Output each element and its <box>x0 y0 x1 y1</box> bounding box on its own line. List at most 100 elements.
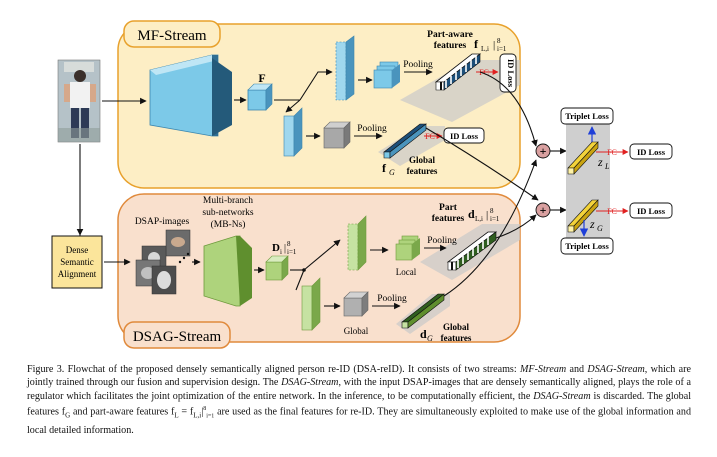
mf-pooling-top-label: Pooling <box>403 60 433 70</box>
mb-ns-block <box>203 235 252 307</box>
dsag-global-features-bar <box>401 293 445 329</box>
mf-backbone-block <box>149 54 232 137</box>
mb-line1: Multi-branch <box>203 196 253 206</box>
alignment-line2: Semantic <box>60 257 94 267</box>
mf-id-loss-mid-box <box>443 127 485 144</box>
zl-bar <box>567 141 599 175</box>
d-feature-cube <box>265 255 289 281</box>
dsag-part-features-bar <box>446 231 498 271</box>
svg-text:f: f <box>474 37 479 51</box>
dsag-stream-title-box <box>123 321 231 349</box>
feature-F-cube <box>247 83 273 111</box>
dsag-global-label: Global <box>344 326 369 336</box>
figure-caption: Figure 3. Flowchat of the proposed dense… <box>27 364 692 436</box>
svg-text:z: z <box>589 217 595 231</box>
fusion-fc-bottom-label: FC <box>607 207 617 216</box>
mf-id-loss-top-label: ID Loss <box>506 59 516 88</box>
mf-part-branch-slab <box>335 35 355 101</box>
mf-part-aware-line1: Part-aware <box>427 30 473 40</box>
svg-text:L: L <box>604 162 610 171</box>
dsag-global-line2: features <box>441 333 472 343</box>
dg-symbol: d G <box>420 327 433 343</box>
svg-text:8: 8 <box>490 207 494 215</box>
svg-text:8: 8 <box>287 240 291 248</box>
svg-text:z: z <box>597 155 603 169</box>
mf-global-branch-slab <box>283 107 303 157</box>
zg-bar <box>567 199 599 233</box>
fusion-id-loss-top-label: ID Loss <box>637 147 666 157</box>
svg-text:i=1: i=1 <box>497 45 507 53</box>
svg-text:|: | <box>493 39 495 51</box>
mf-stream-title: MF-Stream <box>137 28 206 44</box>
mf-part-features-bar <box>434 53 482 91</box>
mf-stream-title-box <box>123 20 221 48</box>
dsa-reid-flowchart: MF-Stream F <box>51 20 673 349</box>
svg-text:i: i <box>280 248 282 256</box>
mf-global-line2: features <box>407 166 438 176</box>
alignment-line1: Dense <box>66 245 89 255</box>
mf-fc-top-label: FC <box>479 68 489 77</box>
plus-bottom-node: + <box>535 202 551 218</box>
dsag-local-stacked-cubes <box>395 235 420 261</box>
svg-text:8: 8 <box>497 37 501 45</box>
svg-text:|: | <box>486 209 488 221</box>
svg-text:+: + <box>540 203 547 217</box>
svg-text:D: D <box>272 242 280 254</box>
dense-semantic-alignment-box <box>51 235 103 289</box>
svg-text:G: G <box>389 168 395 177</box>
mb-line3: (MB-Ns) <box>211 219 246 230</box>
svg-text:i=1: i=1 <box>287 248 297 256</box>
f-part-symbol: f L,i | 8 i=1 <box>474 37 507 53</box>
fusion-id-loss-bottom-box <box>629 202 673 219</box>
dsag-pooling-bottom-label: Pooling <box>377 294 407 304</box>
dsag-local-label: Local <box>396 267 417 277</box>
dsag-global-cube <box>343 291 369 317</box>
triplet-loss-top-label: Triplet Loss <box>565 111 609 121</box>
dsag-part-branch-slab <box>347 215 367 271</box>
mf-pooling-mid-label: Pooling <box>357 124 387 134</box>
zl-symbol: z L <box>597 155 610 171</box>
fg-symbol: f G <box>382 161 395 177</box>
triplet-loss-bottom-label: Triplet Loss <box>565 241 609 251</box>
mf-part-stacked-cubes <box>373 61 400 89</box>
dsag-stream-title: DSAG-Stream <box>133 329 222 345</box>
fusion-id-loss-bottom-label: ID Loss <box>637 206 666 216</box>
svg-text:L,i: L,i <box>481 45 489 53</box>
mf-part-aware-line2: features <box>434 41 467 51</box>
dsap-images-stack <box>135 229 191 295</box>
fusion-id-loss-top-box <box>629 143 673 160</box>
dsag-pooling-top-label: Pooling <box>427 236 457 246</box>
plus-top-node: + <box>535 143 551 159</box>
triplet-loss-top-box <box>560 107 614 125</box>
svg-text:d: d <box>420 327 427 341</box>
svg-text:i=1: i=1 <box>490 215 500 223</box>
alignment-line3: Alignment <box>58 269 97 279</box>
svg-text:G: G <box>427 334 433 343</box>
mf-id-loss-top-box <box>499 53 517 93</box>
dsag-global-branch-slab <box>301 277 321 331</box>
svg-text:L,i: L,i <box>475 215 483 223</box>
d-symbol: D i | 8 i=1 <box>272 240 297 256</box>
dsag-global-line1: Global <box>443 322 470 332</box>
svg-text:|: | <box>284 243 286 254</box>
mf-global-line1: Global <box>409 155 436 165</box>
dsag-part-line1: Part <box>439 203 458 213</box>
dsag-part-line2: features <box>432 214 465 224</box>
person-image <box>57 59 101 143</box>
mf-fc-mid-label: FC <box>425 132 435 141</box>
zg-symbol: z G <box>589 217 603 233</box>
fusion-fc-top-label: FC <box>607 148 617 157</box>
mb-line2: sub-networks <box>202 208 253 218</box>
fusion-panel <box>566 124 610 238</box>
feature-F-label: F <box>258 71 265 85</box>
svg-text:+: + <box>540 144 547 158</box>
dsap-images-label: DSAP-images <box>135 217 190 227</box>
svg-text:G: G <box>597 224 603 233</box>
d-part-symbol: d L,i | 8 i=1 <box>468 207 500 223</box>
mf-global-cube <box>323 121 351 149</box>
svg-text:d: d <box>468 207 475 221</box>
triplet-loss-bottom-box <box>560 237 614 255</box>
mf-id-loss-mid-label: ID Loss <box>450 131 479 141</box>
mf-global-features-bar <box>383 123 427 159</box>
svg-text:f: f <box>382 161 387 175</box>
